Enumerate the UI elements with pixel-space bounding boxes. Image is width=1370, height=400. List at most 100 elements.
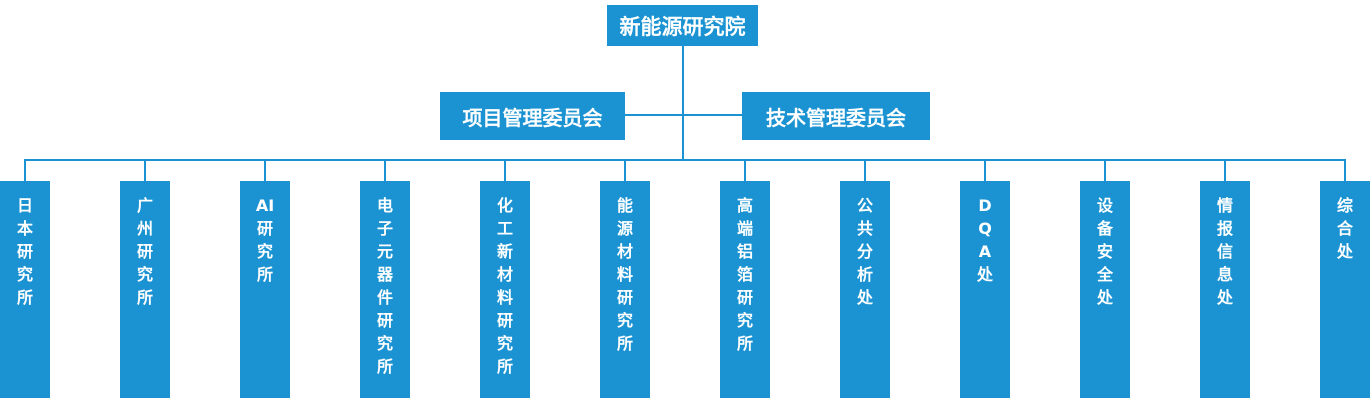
department-label-line: D — [978, 196, 992, 215]
department-label-line: Q — [978, 219, 992, 238]
department-label-line: 设 — [1096, 196, 1113, 215]
department-box: 高端铝箔研究所 — [720, 181, 770, 398]
department-label-line: 息 — [1216, 265, 1233, 284]
department-box: AI 研究所 — [240, 181, 290, 398]
department-box: 能源材料研究所 — [600, 181, 650, 398]
department-label-line: 研 — [496, 311, 513, 330]
department-label-line: 电 — [376, 196, 393, 215]
department-label-line: 备 — [1096, 219, 1113, 238]
committee-label-project-management: 项目管理委员会 — [462, 105, 603, 130]
connector-stub-line — [984, 159, 986, 181]
department-label-line: 能 — [616, 196, 633, 215]
department-column: 情报信息处 — [1200, 159, 1250, 398]
department-label-line: 研 — [16, 242, 33, 261]
department-label-line: 端 — [736, 219, 753, 238]
department-column: 能源材料研究所 — [600, 159, 650, 398]
department-label-line: 究 — [736, 311, 753, 330]
department-label-line: 处 — [1336, 242, 1353, 261]
department-label-line: 高 — [736, 196, 753, 215]
department-label-line: 研 — [136, 242, 153, 261]
department-label-line: 安 — [1096, 242, 1113, 261]
department-box: 设备安全处 — [1080, 181, 1130, 398]
connector-stub-line — [1344, 159, 1346, 181]
department-label-line: 所 — [376, 357, 393, 376]
department-label-line: 究 — [496, 334, 513, 353]
department-label-line: 处 — [1216, 288, 1233, 307]
department-label-line: 究 — [616, 311, 633, 330]
department-label-line: 器 — [376, 265, 393, 284]
connector-committee-line — [625, 114, 742, 116]
department-label-line: 研 — [616, 288, 633, 307]
department-label-line: 情 — [1216, 196, 1233, 215]
department-label-line: 源 — [616, 219, 633, 238]
department-label-line: 析 — [856, 265, 873, 284]
department-label-line: 化 — [496, 196, 513, 215]
department-column: 高端铝箔研究所 — [720, 159, 770, 398]
department-box: 公共分析处 — [840, 181, 890, 398]
department-label-line: 子 — [376, 219, 393, 238]
connector-stub-line — [1104, 159, 1106, 181]
department-label-line: 共 — [856, 219, 873, 238]
department-label-line: 料 — [496, 288, 513, 307]
department-label-line: 公 — [856, 196, 873, 215]
department-label-line: 究 — [136, 265, 153, 284]
department-label-line: 所 — [256, 265, 273, 284]
department-label-line: 所 — [496, 357, 513, 376]
department-label-line: 件 — [376, 288, 393, 307]
department-label-line: 处 — [1096, 288, 1113, 307]
department-label-line: 究 — [256, 242, 273, 261]
department-label-line: 究 — [376, 334, 393, 353]
department-box: 化工新材料研究所 — [480, 181, 530, 398]
department-box: 日本研究所 — [0, 181, 50, 398]
department-column: 广州研究所 — [120, 159, 170, 398]
connector-stub-line — [624, 159, 626, 181]
department-label-line: 分 — [856, 242, 873, 261]
department-label-line: 研 — [736, 288, 753, 307]
department-label-line: 州 — [136, 219, 153, 238]
committee-label-technology-management: 技术管理委员会 — [766, 105, 906, 130]
connector-main-horizontal-line — [24, 159, 1346, 161]
org-root-box: 新能源研究院 — [607, 5, 758, 46]
department-label-line: 本 — [16, 219, 33, 238]
department-label-line: 所 — [616, 334, 633, 353]
department-label-line: 新 — [496, 242, 513, 261]
department-label-line: 铝 — [736, 242, 753, 261]
department-label-line: 研 — [376, 311, 393, 330]
department-label-line: AI — [255, 196, 275, 215]
department-label-line: 处 — [856, 288, 873, 307]
department-label-line: 元 — [376, 242, 393, 261]
connector-stub-line — [504, 159, 506, 181]
committee-box-project-management: 项目管理委员会 — [440, 92, 625, 140]
department-label-line: 工 — [496, 219, 513, 238]
connector-stub-line — [144, 159, 146, 181]
department-label-line: 研 — [256, 219, 273, 238]
department-column: 电子元器件研究所 — [360, 159, 410, 398]
department-box: 综合处 — [1320, 181, 1370, 398]
department-label-line: 所 — [16, 288, 33, 307]
department-column: 化工新材料研究所 — [480, 159, 530, 398]
department-label-line: 材 — [496, 265, 513, 284]
department-label-line: 综 — [1336, 196, 1353, 215]
department-label-line: 料 — [616, 265, 633, 284]
committee-box-technology-management: 技术管理委员会 — [742, 92, 930, 140]
department-label-line: 箔 — [736, 265, 753, 284]
department-box: 情报信息处 — [1200, 181, 1250, 398]
department-label-line: 材 — [616, 242, 633, 261]
department-label-line: A — [978, 242, 992, 261]
department-column: AI 研究所 — [240, 159, 290, 398]
department-label-line: 究 — [16, 265, 33, 284]
department-label-line: 合 — [1336, 219, 1353, 238]
department-label-line: 所 — [736, 334, 753, 353]
connector-stub-line — [1224, 159, 1226, 181]
connector-stub-line — [384, 159, 386, 181]
department-box: 电子元器件研究所 — [360, 181, 410, 398]
department-label-line: 日 — [16, 196, 33, 215]
connector-stub-line — [264, 159, 266, 181]
department-label-line: 广 — [136, 196, 153, 215]
connector-stub-line — [864, 159, 866, 181]
department-box: 广州研究所 — [120, 181, 170, 398]
